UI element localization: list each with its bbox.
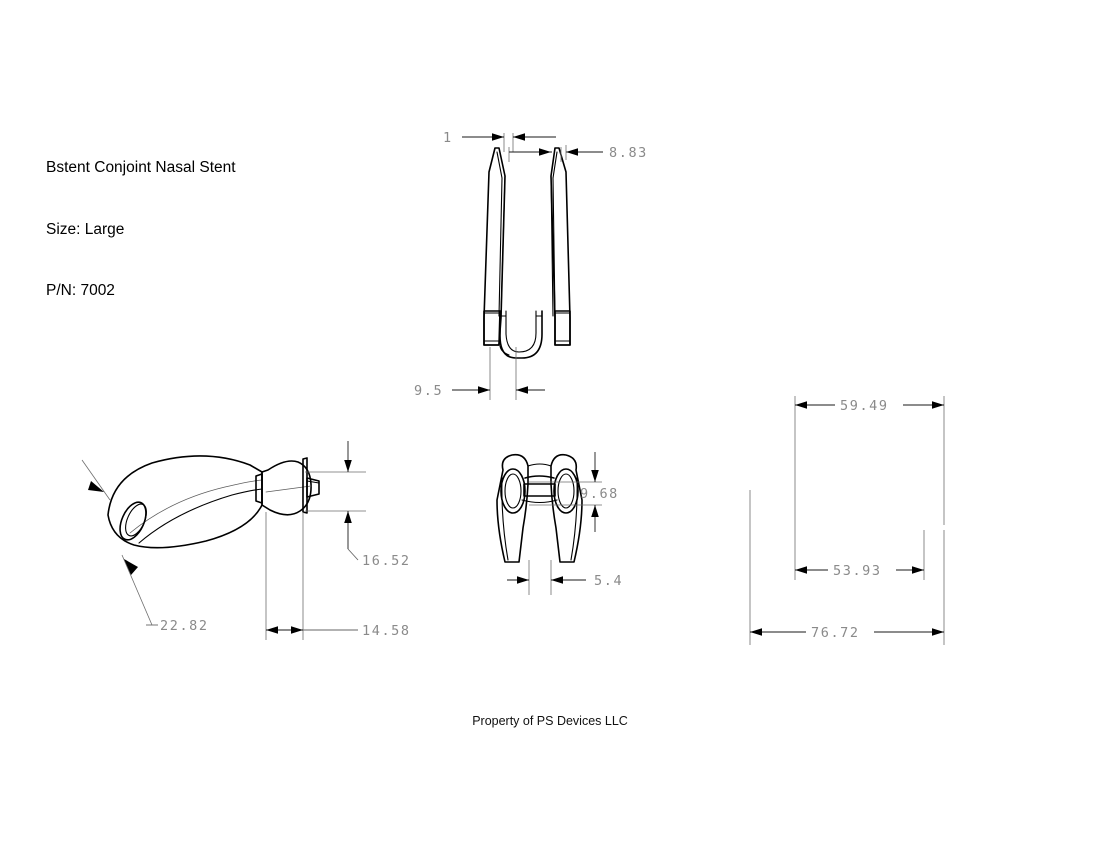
left-connector-contour xyxy=(265,485,312,493)
front-right-bore-inner xyxy=(557,473,575,509)
right-7672-text: 76.72 xyxy=(811,625,860,641)
right-5393-text: 53.93 xyxy=(833,563,882,579)
front-view: 9.68 5.4 xyxy=(496,452,623,595)
left-isometric-view: 22.82 16.52 14.58 xyxy=(81,441,411,640)
front-968-arrow-bot xyxy=(591,505,599,517)
front-bridge-bar xyxy=(523,483,556,497)
left-tube-lower-edge xyxy=(138,488,263,544)
top-view-left-prong-edge xyxy=(500,175,506,317)
left-connector-tab xyxy=(306,477,320,498)
part-number-label: P/N: 7002 xyxy=(46,282,115,299)
top-view-u-bridge-inner xyxy=(505,310,537,353)
top-dim1-text: 1 xyxy=(443,130,453,146)
right-5949-text: 59.49 xyxy=(840,398,889,414)
right-5949-arrow-right xyxy=(932,401,944,409)
top-dim95-arrow-right xyxy=(516,386,528,394)
left-1458-arrow-left xyxy=(266,626,278,634)
top-view-left-prong-inner xyxy=(496,151,503,317)
left-2282-arrow-upper xyxy=(88,481,104,492)
left-connector-neck xyxy=(255,473,263,504)
right-7672-text-bg xyxy=(806,624,874,640)
top-dim883-arrow-in xyxy=(539,148,551,156)
top-view-bridge-shade-l xyxy=(499,345,510,356)
right-5949-arrow-left xyxy=(795,401,807,409)
left-connector-flange xyxy=(302,457,308,514)
top-dim95-arrow-left xyxy=(478,386,490,394)
front-968-arrow-top xyxy=(591,470,599,482)
top-view: 1 8.83 9.5 xyxy=(414,130,648,400)
top-dim1-arrow-right xyxy=(513,133,525,141)
left-1458-text: 14.58 xyxy=(362,623,411,639)
left-tube-contour xyxy=(129,479,263,534)
left-2282-text: 22.82 xyxy=(160,618,209,634)
front-saddle-top xyxy=(527,463,552,467)
front-bridge-bottom xyxy=(521,499,558,504)
left-1652-text: 16.52 xyxy=(362,553,411,569)
left-1652-arrow-top xyxy=(344,460,352,472)
top-dim1-arrow-left xyxy=(492,133,504,141)
front-968-text: 9.68 xyxy=(580,486,619,502)
right-5393-text-bg xyxy=(828,562,896,578)
right-5393-arrow-left xyxy=(795,566,807,574)
footer-text: Property of PS Devices LLC xyxy=(472,714,628,728)
left-1458-arrow-right xyxy=(291,626,303,634)
left-2282-leader-lower xyxy=(121,554,153,626)
top-view-right-prong-edge xyxy=(550,175,554,317)
left-2282-arrow-lower xyxy=(124,559,138,575)
right-7672-arrow-right xyxy=(932,628,944,636)
left-1652-arrow-bot xyxy=(344,511,352,523)
front-left-bore-outer xyxy=(500,468,526,514)
top-dim95-text: 9.5 xyxy=(414,383,443,399)
title-block: Bstent Conjoint Nasal Stent Size: Large … xyxy=(46,117,236,343)
right-7672-arrow-left xyxy=(750,628,762,636)
top-view-right-prong-inner xyxy=(552,151,558,317)
right-isometric-view: 59.49 53.93 76.72 xyxy=(749,396,945,645)
size-label: Size: Large xyxy=(46,220,125,238)
left-1652-elbow xyxy=(347,548,359,561)
top-dim883-text: 8.83 xyxy=(609,145,648,161)
top-view-u-bridge-outer xyxy=(499,310,543,359)
front-right-bore-outer xyxy=(553,468,579,514)
front-left-bore-inner xyxy=(504,473,522,509)
front-right-prong xyxy=(550,453,583,563)
front-54-arrow-right xyxy=(551,576,563,584)
left-connector-boss xyxy=(261,460,312,516)
right-5393-arrow-right xyxy=(912,566,924,574)
left-2282-leader-upper xyxy=(81,459,111,501)
top-view-right-cuff xyxy=(554,310,571,346)
left-tube-bore-inner xyxy=(125,503,147,537)
left-connector-tab-line xyxy=(306,480,320,484)
front-bridge-top xyxy=(524,475,555,479)
top-dim883-arrow-out xyxy=(566,148,578,156)
right-5949-text-bg xyxy=(835,397,903,413)
front-54-text: 5.4 xyxy=(594,573,623,589)
product-name: Bstent Conjoint Nasal Stent xyxy=(46,159,236,176)
top-view-left-cuff xyxy=(483,310,501,346)
front-54-arrow-left xyxy=(517,576,529,584)
left-tube-body xyxy=(107,455,263,549)
